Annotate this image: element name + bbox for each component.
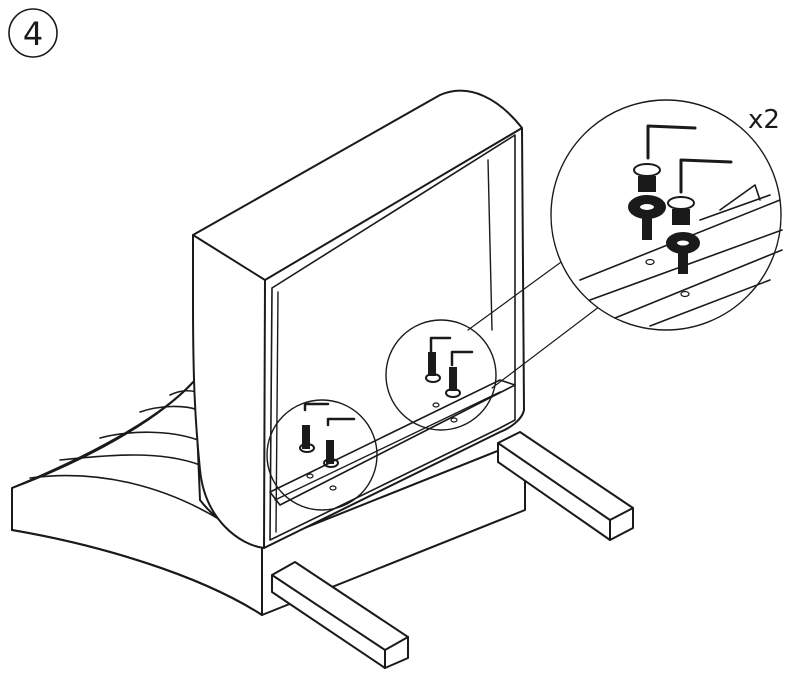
quantity-label: x2 xyxy=(748,105,780,135)
allen-key-icon xyxy=(646,124,697,160)
step-number: 4 xyxy=(23,15,43,53)
leg-back xyxy=(497,431,634,541)
bolt-left xyxy=(628,163,666,266)
detail-circle-right xyxy=(385,319,497,431)
backrest xyxy=(192,89,525,549)
leg-front xyxy=(271,561,409,669)
step-badge: 4 xyxy=(8,8,58,58)
detail-circle-left xyxy=(266,399,378,511)
magnified-callout xyxy=(550,99,783,331)
allen-key-icon xyxy=(679,158,733,194)
base-panel xyxy=(261,439,526,616)
bolt-right xyxy=(666,196,700,298)
